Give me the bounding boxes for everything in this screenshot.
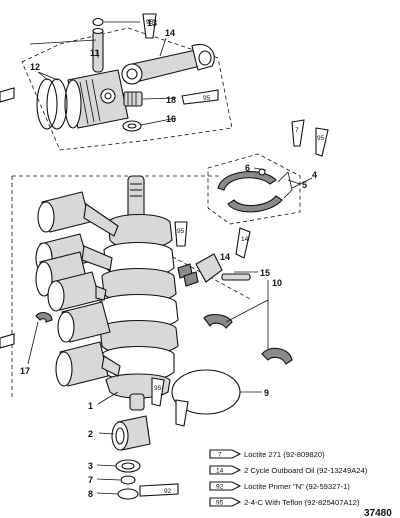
svg-text:14: 14	[216, 468, 224, 475]
svg-text:95: 95	[146, 19, 154, 26]
tube-icon	[209, 449, 242, 459]
piston-cylinder-4	[47, 271, 107, 312]
rod-bearing-half	[35, 311, 53, 323]
oil-tube-icon: 14	[235, 227, 251, 259]
sealant-legend: 7 Loctite 271 (92-809820) 14 2 Cycle Out…	[209, 449, 368, 507]
callout-9: 9	[264, 388, 269, 398]
washer	[120, 475, 136, 485]
needle-bearing	[123, 91, 143, 107]
callout-3: 3	[88, 461, 93, 471]
callout-4: 4	[312, 170, 317, 180]
legend-row-95: 95 2-4-C With Teflon (92-825407A12)	[209, 497, 360, 507]
grease-tube-icon: 95	[142, 13, 157, 39]
main-bearing-bracket	[177, 253, 251, 287]
oil-tube-icon	[175, 399, 189, 427]
loctite-tube-icon	[0, 333, 15, 349]
piston-rod-assembly: 95 95 13 14 11 12 18 16	[0, 13, 233, 151]
loctite-tube-icon: 7	[291, 119, 305, 147]
callout-11: 11	[90, 48, 100, 58]
figure-number: 37480	[364, 508, 392, 518]
callout-13: 13	[147, 18, 157, 28]
tube-icon	[209, 465, 242, 475]
callout-14: 14	[165, 28, 175, 38]
callout-17: 17	[20, 366, 30, 376]
piston	[64, 69, 129, 129]
callout-16: 16	[166, 114, 176, 124]
callout-10: 10	[272, 278, 282, 288]
crankshaft	[99, 175, 179, 411]
bearing-race-half-upper	[217, 171, 277, 191]
piston-cylinder-5	[57, 301, 111, 343]
svg-text:92: 92	[164, 488, 172, 495]
grease-tube-icon	[0, 87, 15, 103]
legend-text: Loctite Primer "N" (92-59327-1)	[244, 482, 350, 491]
callout-5: 5	[302, 180, 307, 190]
svg-text:95: 95	[177, 228, 185, 235]
piston-lock-ring	[92, 17, 104, 27]
legend-row-7: 7 Loctite 271 (92-809820)	[209, 449, 325, 459]
callout-6: 6	[245, 163, 250, 173]
svg-text:7: 7	[218, 452, 222, 459]
locating-washer-hole	[127, 123, 137, 129]
legend-text: Loctite 271 (92-809820)	[244, 450, 325, 459]
grease-tube-icon: 95	[315, 127, 329, 157]
callout-12: 12	[30, 62, 40, 72]
legend-text: 2 Cycle Outboard Oil (92-13249A24)	[244, 466, 368, 475]
main-bearing-half-lower	[261, 347, 293, 365]
svg-text:95: 95	[317, 135, 325, 142]
o-ring	[117, 488, 139, 500]
callout-8: 8	[88, 489, 93, 499]
callout-15: 15	[260, 268, 270, 278]
callout-1: 1	[88, 401, 93, 411]
grease-tube-icon: 95	[151, 377, 165, 407]
grease-tube-icon: 92	[139, 483, 179, 497]
ball-bearing	[111, 415, 151, 451]
piston-cylinder-6	[55, 341, 121, 387]
crankshaft-assembly: 95 14 95 92 1 2 3 7 8 9 10 14 15 17	[0, 175, 293, 500]
svg-text:14: 14	[241, 236, 249, 243]
tube-icon	[209, 497, 242, 507]
svg-text:95: 95	[203, 95, 211, 102]
piston-ring-2	[46, 78, 68, 130]
svg-text:7: 7	[295, 127, 299, 134]
tube-icon	[209, 481, 242, 491]
bearing-race-half-lower	[227, 195, 283, 213]
bearing-halves-group: 6 5 4 7 95	[207, 119, 329, 225]
connecting-rod	[121, 44, 215, 85]
piston-cylinder-1	[37, 191, 119, 237]
legend-text: 2-4-C With Teflon (92-825407A12)	[244, 498, 360, 507]
legend-row-14: 14 2 Cycle Outboard Oil (92-13249A24)	[209, 465, 368, 475]
callout-2: 2	[88, 429, 93, 439]
legend-row-92: 92 Loctite Primer "N" (92-59327-1)	[209, 481, 350, 491]
bearing-group-outline	[207, 153, 301, 225]
svg-text:92: 92	[216, 484, 224, 491]
oil-seal-inner	[121, 462, 135, 470]
svg-text:95: 95	[154, 385, 162, 392]
main-bearing-half	[203, 313, 233, 329]
top-group-outline	[21, 27, 233, 151]
svg-text:95: 95	[216, 500, 224, 507]
callout-14-lower: 14	[220, 252, 230, 262]
callout-18: 18	[166, 95, 176, 105]
grease-tube-icon: 95	[181, 89, 219, 105]
piston-pin-end	[92, 27, 104, 35]
callout-7: 7	[88, 475, 93, 485]
grease-tube-icon: 95	[174, 221, 188, 247]
